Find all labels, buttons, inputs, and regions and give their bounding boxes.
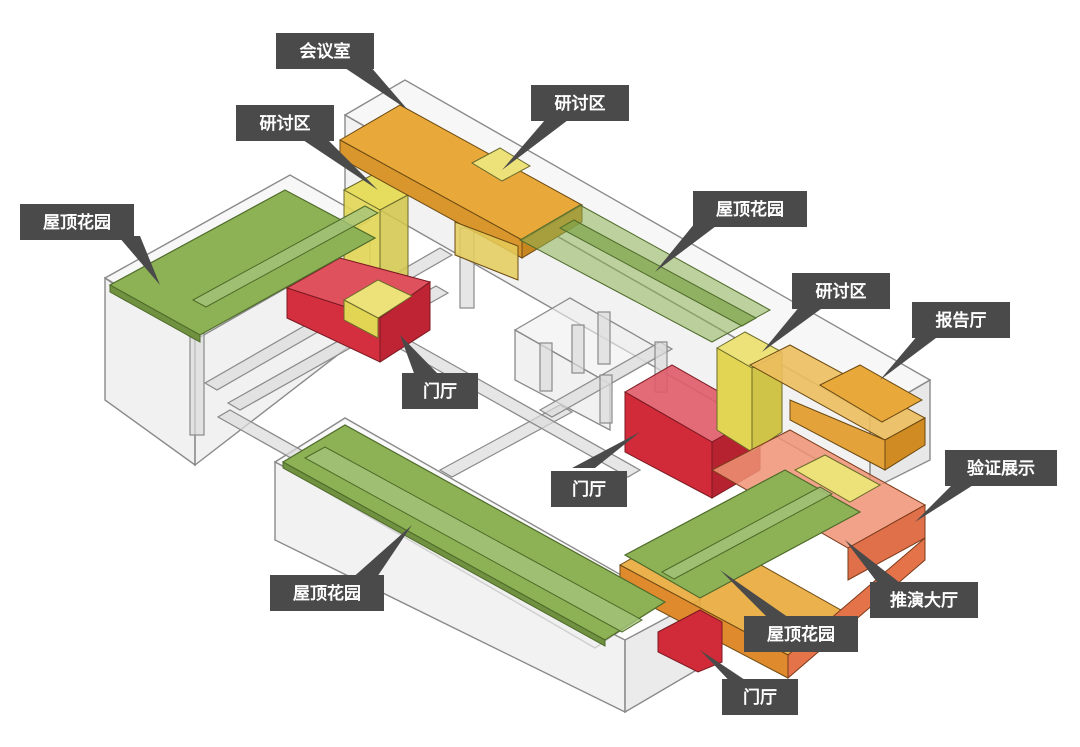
label-lobby-bottom: 门厅 — [722, 679, 798, 715]
label-garden-left: 屋顶花园 — [20, 204, 134, 240]
pointer-discussion-left — [300, 138, 378, 190]
lobby-left-discuss-front — [343, 299, 379, 339]
discussion-left-side — [379, 194, 409, 291]
label-meeting-room-text: 会议室 — [300, 41, 351, 62]
garden-bottom-volume — [281, 424, 667, 647]
lobby-left-volume — [285, 257, 432, 363]
label-garden-right: 屋顶花园 — [744, 616, 858, 652]
label-discussion-top-text: 研讨区 — [555, 94, 606, 114]
label-exhibition: 验证展示 — [945, 450, 1057, 486]
garden-left-rail — [191, 205, 380, 308]
exhibition-yellow — [793, 454, 882, 503]
callout-pointers — [118, 66, 978, 690]
pillar-6 — [599, 374, 613, 424]
garden-right-volume — [623, 469, 862, 599]
pointer-lobby-center — [572, 432, 640, 468]
lobby-left-side — [379, 281, 431, 363]
lecture-hall-volume — [715, 331, 927, 471]
garden-right-rail — [660, 486, 834, 580]
label-lobby-center: 门厅 — [551, 471, 627, 507]
label-lobby-center-text: 门厅 — [572, 479, 606, 500]
pillar-5 — [597, 311, 611, 365]
label-lobby-left-text: 门厅 — [423, 381, 457, 402]
garden-mid-volume — [518, 204, 772, 343]
lecture-hall-top — [818, 364, 924, 423]
label-lobby-bottom-text: 门厅 — [743, 687, 777, 708]
label-presentation-hall-text: 推演大厅 — [890, 590, 958, 611]
label-lobby-left: 门厅 — [402, 373, 478, 409]
pointer-lobby-left — [400, 335, 440, 376]
garden-bottom-rail — [303, 446, 644, 633]
pointer-lecture-hall — [880, 335, 940, 380]
lecture-hall-side — [884, 417, 926, 471]
pillar-1 — [189, 329, 205, 436]
label-garden-bottom: 屋顶花园 — [270, 575, 384, 611]
garden-mid-rail — [558, 219, 758, 327]
pointer-garden-mid — [655, 223, 720, 272]
pointer-garden-bottom — [350, 525, 412, 580]
pointer-meeting-room — [342, 66, 408, 110]
pointer-garden-right — [720, 570, 792, 620]
pillar-4 — [571, 324, 585, 374]
label-garden-bottom-text: 屋顶花园 — [293, 583, 361, 604]
label-discussion-right: 研讨区 — [792, 273, 890, 309]
label-exhibition-text: 验证展示 — [967, 458, 1035, 479]
pillar-3 — [539, 342, 553, 392]
lobby-bottom-volume — [657, 609, 723, 673]
label-garden-mid-text: 屋顶花园 — [716, 199, 784, 220]
pointer-discussion-top — [502, 120, 568, 170]
discussion-top-pad — [470, 147, 532, 182]
label-lecture-hall-text: 报告厅 — [936, 310, 987, 331]
callout-labels: 会议室 研讨区 研讨区 屋顶花园 屋顶花园 研讨区 报告厅 门厅 — [20, 33, 1057, 715]
label-discussion-top: 研讨区 — [531, 85, 629, 121]
label-discussion-left: 研讨区 — [236, 105, 334, 141]
garden-left-volume — [108, 189, 380, 343]
label-discussion-left-text: 研讨区 — [260, 114, 311, 134]
label-presentation-hall: 推演大厅 — [870, 582, 978, 618]
pointer-presentation — [845, 540, 904, 586]
pointer-garden-left — [118, 236, 160, 285]
garden-left-edge — [109, 284, 201, 343]
garden-bottom-edge — [282, 461, 606, 647]
label-garden-left-text: 屋顶花园 — [43, 212, 111, 233]
label-garden-right-text: 屋顶花园 — [767, 624, 835, 645]
lobby-bottom-front — [657, 609, 723, 673]
label-garden-mid: 屋顶花园 — [693, 191, 807, 227]
label-discussion-right-text: 研讨区 — [816, 282, 867, 302]
meeting-room-down-front — [454, 221, 519, 281]
pointer-discussion-right — [762, 306, 825, 352]
label-meeting-room: 会议室 — [276, 33, 374, 69]
pointer-exhibition — [915, 482, 978, 522]
label-lecture-hall: 报告厅 — [912, 302, 1010, 338]
